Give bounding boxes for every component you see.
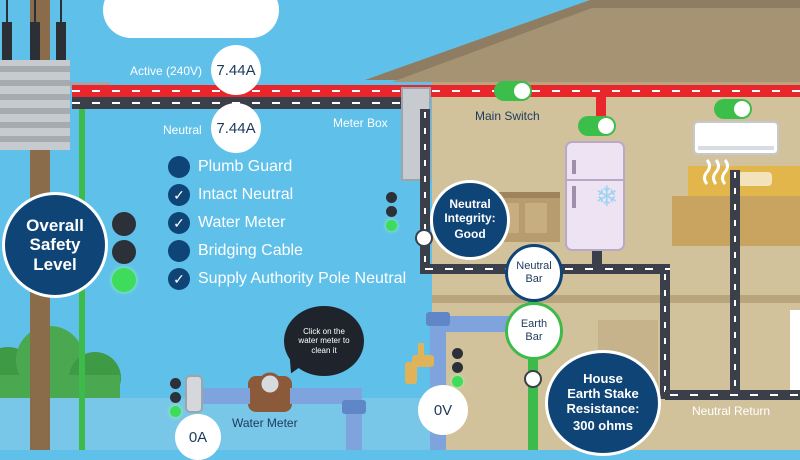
safety-light-3 xyxy=(112,268,136,292)
unchecked-icon xyxy=(168,240,190,262)
wm-light-1 xyxy=(170,377,181,389)
safety-light-2 xyxy=(112,240,136,264)
main-switch-toggle[interactable] xyxy=(494,81,532,101)
checklist-label: Plumb Guard xyxy=(198,158,293,175)
meter-box-lights xyxy=(386,190,397,232)
check-icon: ✓ xyxy=(168,212,190,234)
active-current-bubble: 7.44A xyxy=(211,45,261,95)
pipe-valve xyxy=(185,375,203,413)
checklist-item: ✓ Intact Neutral xyxy=(168,183,293,207)
overall-safety-lights xyxy=(112,210,136,294)
toggle-knob xyxy=(514,83,530,99)
svg-text:❄: ❄ xyxy=(595,180,618,213)
meter-light-2 xyxy=(386,205,397,217)
checklist-item: Bridging Cable xyxy=(168,239,303,263)
checklist-label: Supply Authority Pole Neutral xyxy=(198,270,407,287)
check-icon: ✓ xyxy=(168,268,190,290)
fridge-switch-toggle[interactable] xyxy=(578,116,616,136)
checklist-item: Plumb Guard xyxy=(168,155,292,179)
neutral-return-label: Neutral Return xyxy=(692,404,771,418)
checklist-label: Intact Neutral xyxy=(198,186,294,203)
toggle-knob xyxy=(598,118,614,134)
tap-light-1 xyxy=(452,347,463,359)
water-meter-lights xyxy=(170,376,181,418)
unchecked-icon xyxy=(168,156,190,178)
water-pipe-current-bubble: 0A xyxy=(175,414,221,460)
scene-background: ❄ xyxy=(0,0,800,450)
checklist-item: ✓ Supply Authority Pole Neutral xyxy=(168,267,406,291)
toggle-knob xyxy=(734,101,750,117)
meter-box-label: Meter Box xyxy=(333,116,388,130)
checklist-label: Bridging Cable xyxy=(198,242,303,259)
tap-light-2 xyxy=(452,361,463,373)
neutral-wire xyxy=(72,97,420,109)
tap-light-3 xyxy=(452,375,463,387)
checklist-item: ✓ Water Meter xyxy=(168,211,285,235)
main-switch-label: Main Switch xyxy=(475,109,540,123)
neutral-label: Neutral xyxy=(163,123,202,137)
air-conditioner xyxy=(693,121,779,185)
water-meter-label: Water Meter xyxy=(232,416,298,430)
neutral-bar-bubble: Neutral Bar xyxy=(505,244,563,302)
checklist-label: Water Meter xyxy=(198,214,286,231)
earth-bar-label: Earth Bar xyxy=(520,317,548,343)
tap-lights xyxy=(452,346,463,388)
voltage-value: 0V xyxy=(433,401,453,419)
hint-bubble: Click on the water meter to clean it xyxy=(284,306,364,376)
water-pipe-current-value: 0A xyxy=(188,428,208,446)
earth-bar-bubble: Earth Bar xyxy=(505,302,563,360)
bushes xyxy=(0,326,121,405)
earth-terminal xyxy=(524,370,542,388)
cloud xyxy=(103,0,279,38)
earth-stake-title: House Earth Stake Resistance: xyxy=(566,371,640,416)
earth-stake-value: 300 ohms xyxy=(573,417,633,433)
check-icon: ✓ xyxy=(168,184,190,206)
wm-light-3 xyxy=(170,405,181,417)
safety-light-1 xyxy=(112,212,136,236)
neutral-integrity-badge: Neutral Integrity: Good xyxy=(430,180,510,260)
active-label: Active (240V) xyxy=(130,64,203,78)
earth-stake-badge: House Earth Stake Resistance: 300 ohms xyxy=(545,350,661,456)
active-current-value: 7.44A xyxy=(216,61,256,79)
neutral-current-bubble: 7.44A xyxy=(211,103,261,153)
overall-safety-title: Overall Safety Level xyxy=(26,215,84,274)
neutral-integrity-title: Neutral Integrity: xyxy=(444,196,496,225)
meter-light-1 xyxy=(386,191,397,203)
voltage-bubble: 0V xyxy=(418,385,468,435)
meter-light-3 xyxy=(386,219,397,231)
water-meter-device[interactable] xyxy=(228,372,312,412)
neutral-bar-label: Neutral Bar xyxy=(516,259,552,285)
aircon-switch-toggle[interactable] xyxy=(714,99,752,119)
overall-safety-badge: Overall Safety Level xyxy=(2,192,108,298)
neutral-current-value: 7.44A xyxy=(216,119,256,137)
fridge: ❄ xyxy=(565,141,625,251)
water-tap xyxy=(405,343,434,384)
meter-box-terminal xyxy=(415,229,433,247)
active-wire xyxy=(72,85,800,97)
wm-light-2 xyxy=(170,391,181,403)
hint-bubble-text: Click on the water meter to clean it xyxy=(298,326,350,355)
neutral-integrity-value: Good xyxy=(454,227,486,242)
